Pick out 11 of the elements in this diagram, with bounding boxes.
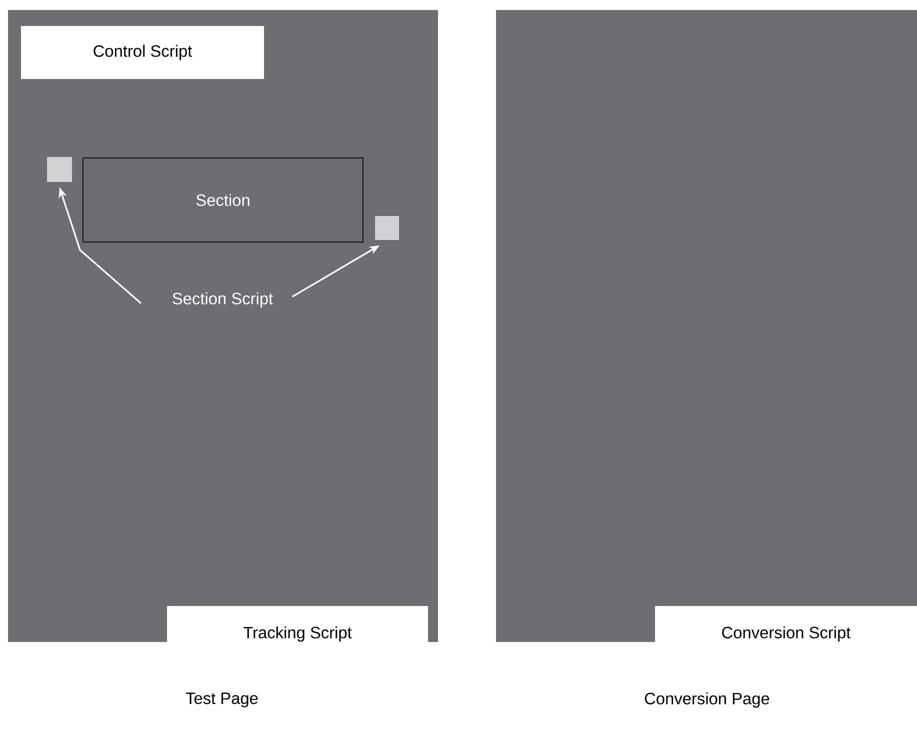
node-label: Conversion Script xyxy=(722,626,851,642)
page-caption: Test Page xyxy=(186,692,258,708)
script-box: Control Script xyxy=(21,26,264,79)
section-marker xyxy=(47,157,72,182)
script-box: Conversion Script xyxy=(655,606,917,662)
script-box: Tracking Script xyxy=(167,606,428,662)
section-marker xyxy=(375,216,399,240)
page-caption: Conversion Page xyxy=(644,692,770,708)
script-label: Section Script xyxy=(170,290,276,310)
node-label: Tracking Script xyxy=(243,626,352,642)
section-box: Section xyxy=(82,157,364,243)
